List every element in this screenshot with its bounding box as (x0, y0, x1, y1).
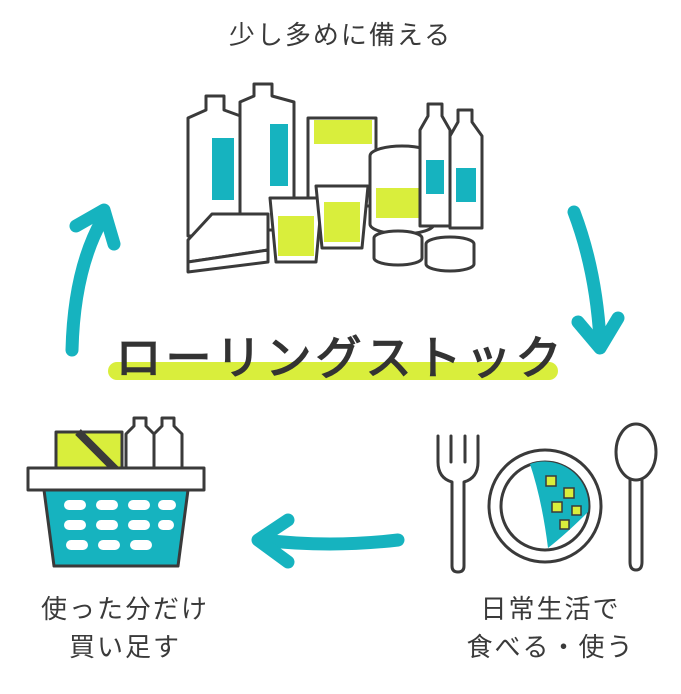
arrow-bottom-left (255, 533, 405, 551)
arrow-right-down-head (571, 311, 625, 355)
bottom-right-caption: 日常生活で 食べる・使う (420, 592, 681, 667)
stockpile-illustration (186, 82, 484, 274)
page-title: ローリングストック (115, 331, 566, 385)
bottom-right-caption-line-2: 食べる・使う (466, 632, 635, 663)
arrow-left-up-head (69, 203, 121, 251)
plate-icon (487, 448, 603, 564)
fork-icon (436, 434, 480, 574)
bottom-left-caption: 使った分だけ 買い足す (0, 592, 250, 667)
bottom-left-caption-line-2: 買い足す (68, 632, 181, 663)
bottom-left-caption-line-1: 使った分だけ (40, 595, 209, 625)
cycle-arrow-icon (65, 203, 625, 569)
bottom-right-caption-line-1: 日常生活で (480, 595, 621, 625)
top-caption: 少し多めに備える (228, 21, 453, 51)
arrow-right-down (567, 205, 607, 347)
title-highlight (108, 362, 558, 380)
shopping-basket-icon (26, 416, 206, 568)
spoon-icon (614, 422, 658, 572)
arrow-bottom-left-head (251, 513, 295, 569)
arrow-left-up (65, 213, 109, 357)
